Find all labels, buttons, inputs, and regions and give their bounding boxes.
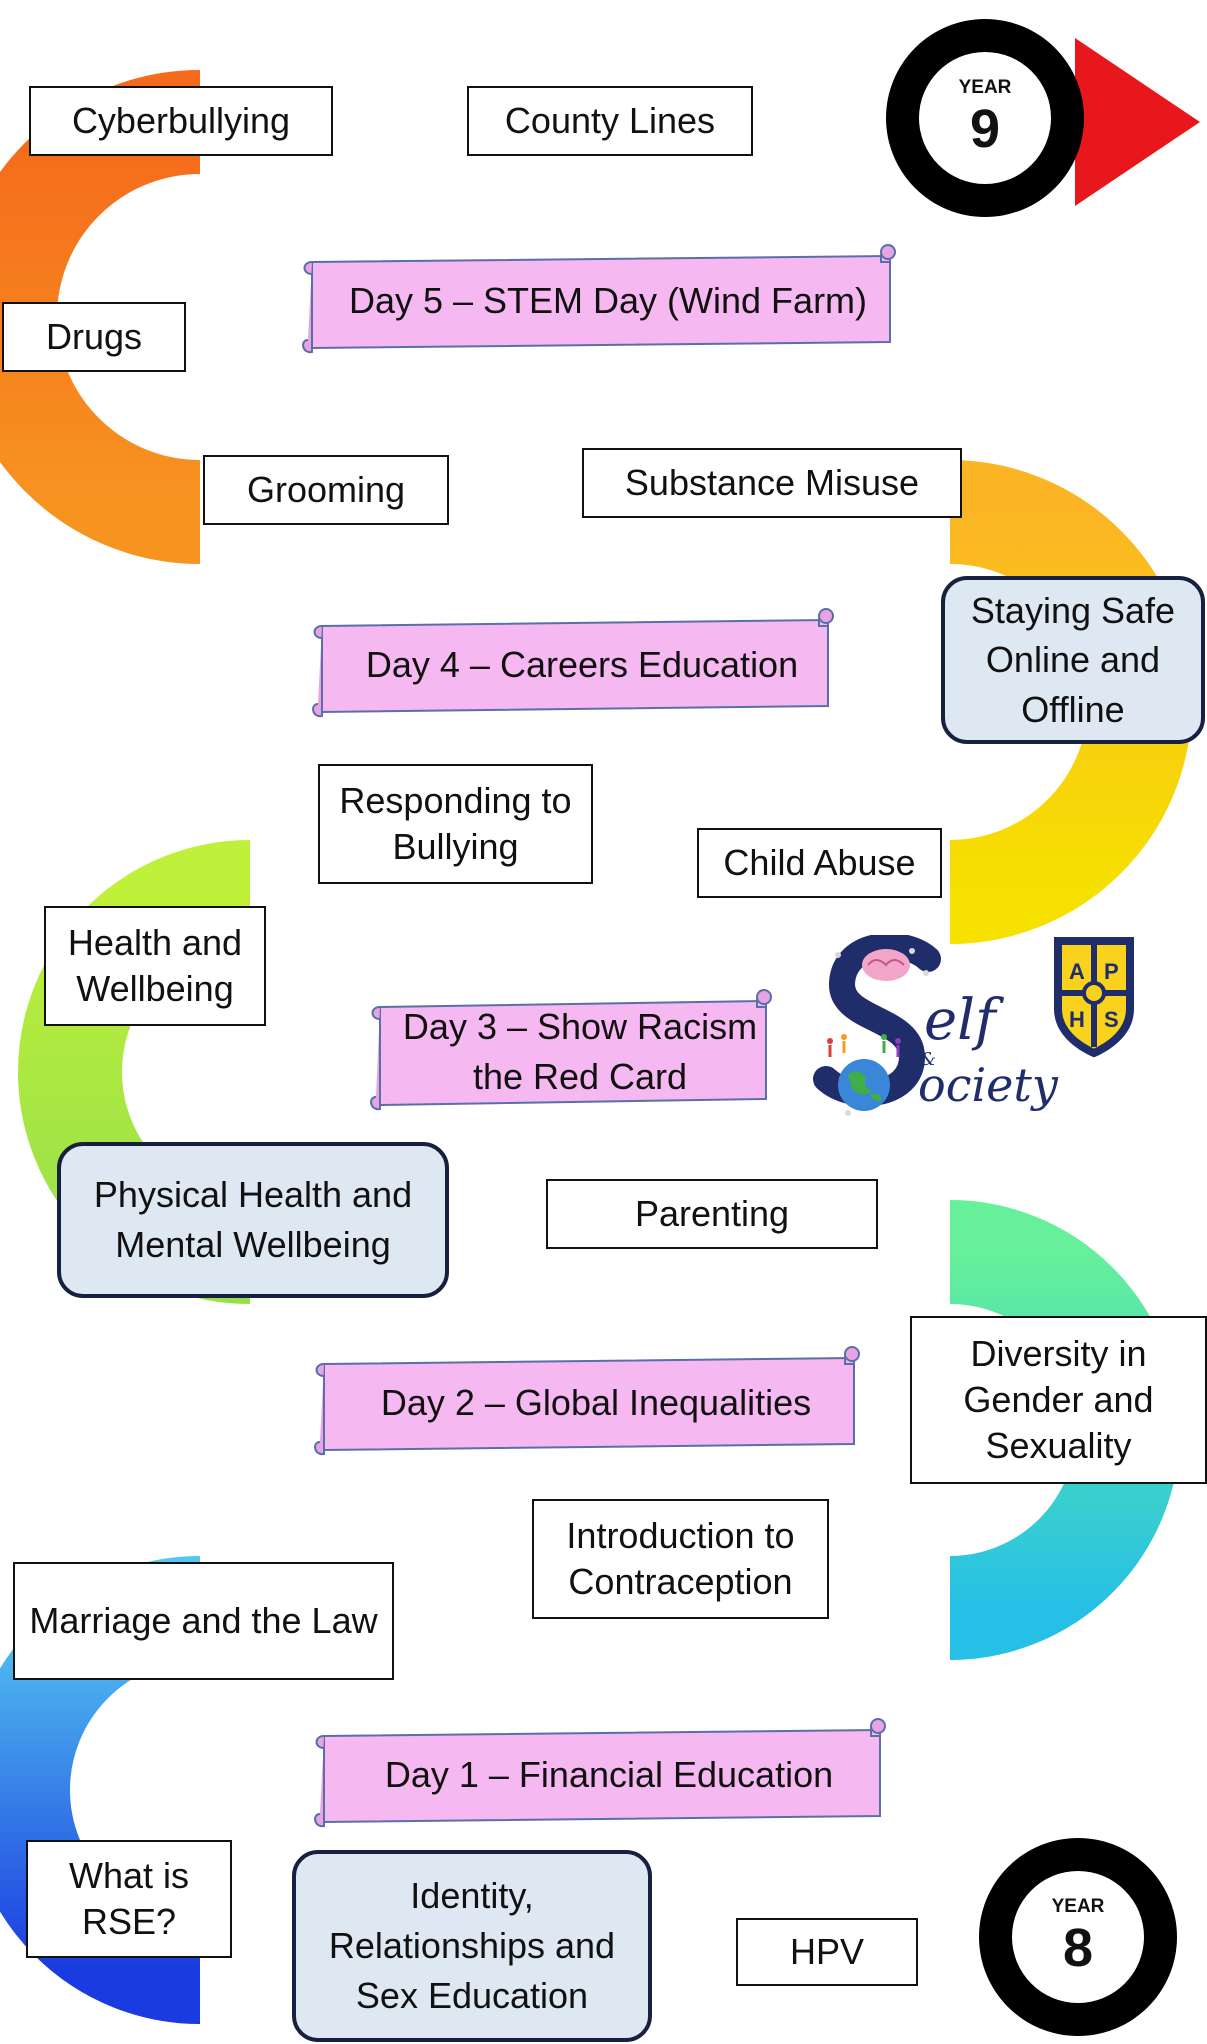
logo-ampersand: & (920, 1049, 936, 1070)
day-4-scroll: Day 4 – Careers Education (308, 604, 838, 722)
topic-drugs: Drugs (2, 302, 186, 372)
theme-staying-safe: Staying Safe Online and Offline (941, 576, 1205, 744)
topic-cyberbullying: Cyberbullying (29, 86, 333, 156)
crest-letter-s: S (1104, 1007, 1119, 1032)
year-8-label: YEAR (1051, 1896, 1105, 1918)
day-3-scroll: Day 3 – Show Racism the Red Card (366, 985, 776, 1115)
arrow-head-icon (1075, 38, 1200, 206)
brain-icon (862, 949, 910, 981)
day-2-scroll: Day 2 – Global Inequalities (310, 1342, 864, 1460)
topic-county-lines: County Lines (467, 86, 753, 156)
scroll-shape-icon (314, 1718, 886, 1828)
globe-icon (838, 1059, 890, 1111)
year-8-badge: YEAR 8 (979, 1838, 1177, 2036)
day-5-label: Day 5 – STEM Day (Wind Farm) (348, 280, 868, 322)
topic-parenting: Parenting (546, 1179, 878, 1249)
logo-society-text: ociety (918, 1058, 1059, 1112)
topic-responding-to-bullying: Responding to Bullying (318, 764, 593, 884)
theme-identity-relationships: Identity, Relationships and Sex Educatio… (292, 1850, 652, 2042)
topic-diversity-in-gender-and-sexuality: Diversity in Gender and Sexuality (910, 1316, 1207, 1484)
year-9-number: 9 (969, 99, 1001, 160)
theme-physical-health: Physical Health and Mental Wellbeing (57, 1142, 449, 1298)
topic-substance-misuse: Substance Misuse (582, 448, 962, 518)
day-5-scroll: Day 5 – STEM Day (Wind Farm) (298, 240, 900, 358)
year-8-number: 8 (1062, 1918, 1094, 1979)
year-9-label: YEAR (958, 77, 1012, 99)
topic-marriage-and-the-law: Marriage and the Law (13, 1562, 394, 1680)
day-4-label: Day 4 – Careers Education (365, 644, 799, 686)
scroll-shape-icon (314, 1346, 860, 1456)
topic-hpv: HPV (736, 1918, 918, 1986)
topic-child-abuse: Child Abuse (697, 828, 942, 898)
topic-introduction-to-contraception: Introduction to Contraception (532, 1499, 829, 1619)
day-1-scroll: Day 1 – Financial Education (310, 1714, 890, 1832)
logo-elf-text: elf (924, 988, 1005, 1053)
scroll-shape-icon (312, 608, 834, 718)
scroll-shape-icon (370, 989, 772, 1111)
year-9-badge: YEAR 9 (886, 19, 1084, 217)
day-1-label: Day 1 – Financial Education (384, 1754, 834, 1796)
crest-letter-p: P (1104, 959, 1119, 984)
crest-letter-a: A (1069, 959, 1085, 984)
scroll-shape-icon (302, 244, 896, 354)
day-2-label: Day 2 – Global Inequalities (380, 1382, 812, 1424)
topic-grooming: Grooming (203, 455, 449, 525)
self-and-society-logo: elf & ociety A P H S (808, 932, 1138, 1120)
crest-letter-h: H (1069, 1007, 1085, 1032)
topic-what-is-rse: What is RSE? (26, 1840, 232, 1958)
shield-crest-icon: A P H S (1054, 937, 1134, 1058)
topic-health-and-wellbeing: Health and Wellbeing (44, 906, 266, 1026)
day-3-label: Day 3 – Show Racism the Red Card (402, 1006, 758, 1097)
